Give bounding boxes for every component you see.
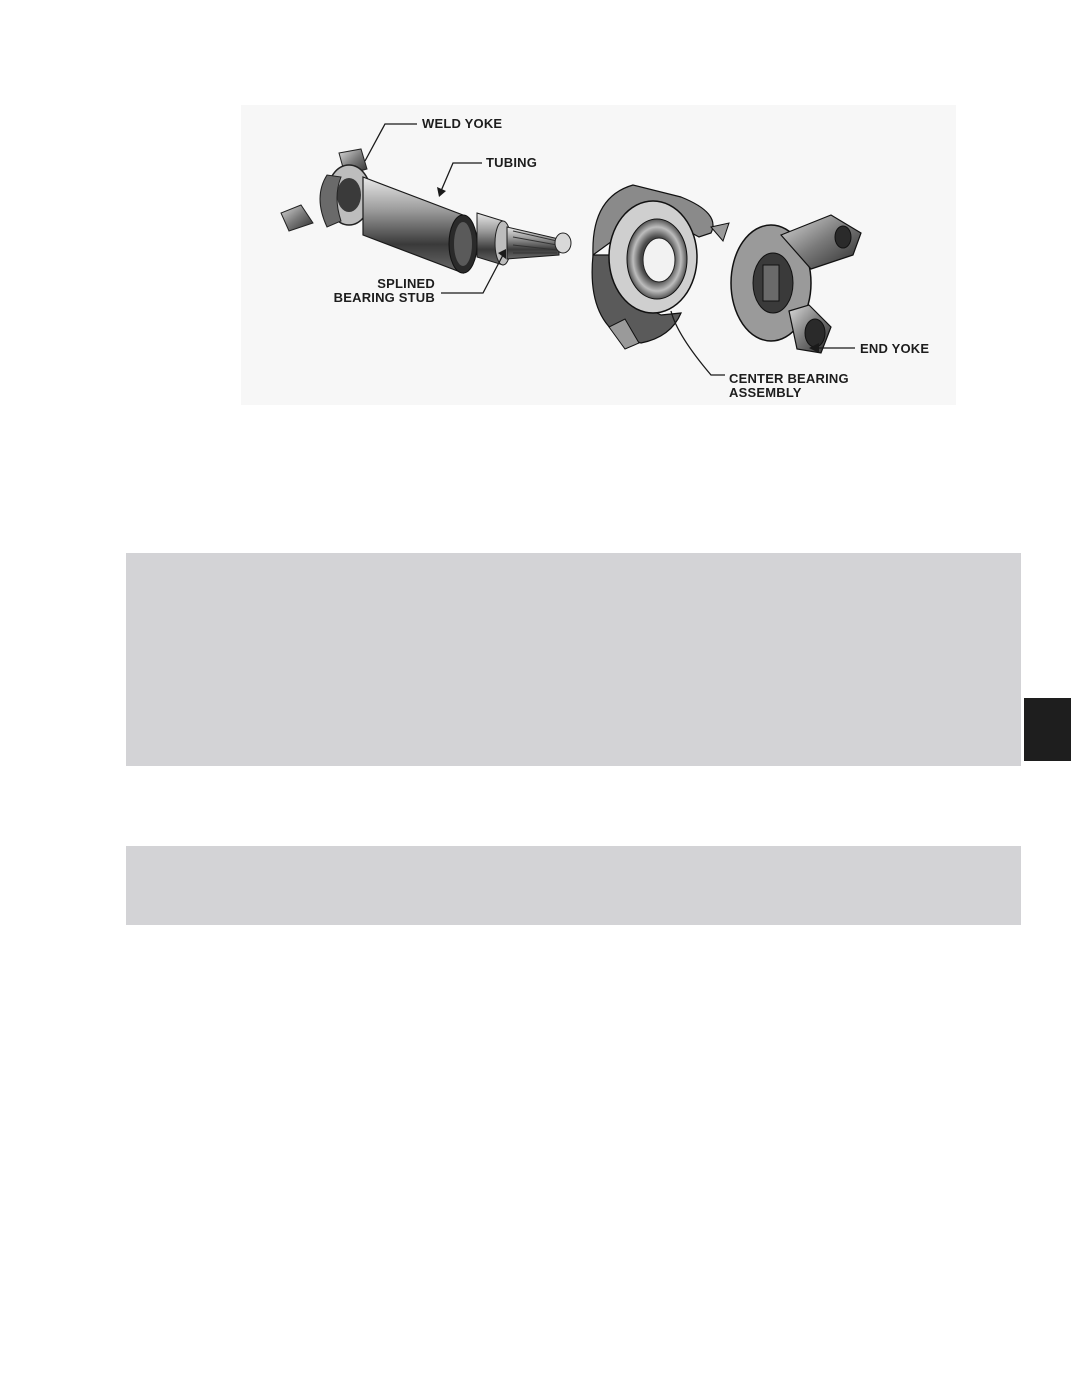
splined-stub-leader (441, 254, 504, 294)
center-bearing-leader (670, 310, 725, 376)
gray-content-panel-small (126, 846, 1021, 925)
tubing-arrowhead (437, 187, 446, 197)
end-yoke-arrowhead (809, 343, 819, 353)
driveshaft-illustration (280, 123, 862, 376)
splined-bearing-stub-part (476, 212, 572, 266)
splined-label-line1: SPLINED (377, 276, 435, 291)
end-yoke-part (730, 214, 862, 354)
callout-leaders (364, 123, 855, 376)
splined-bearing-stub-label: SPLINED BEARING STUB (321, 277, 435, 305)
end-yoke-label: END YOKE (860, 341, 930, 356)
splined-label-line2: BEARING STUB (333, 290, 435, 305)
splined-arrowhead (498, 249, 506, 259)
driveshaft-exploded-figure: WELD YOKE TUBING SPLINED BEARING STUB EN… (241, 105, 956, 405)
section-tab-marker (1024, 698, 1071, 761)
center-label-line2: ASSEMBLY (729, 385, 802, 400)
weld-yoke-leader (364, 123, 417, 162)
center-bearing-part (591, 184, 730, 350)
gray-content-panel-large (126, 553, 1021, 766)
center-bearing-assembly-label: CENTER BEARING ASSEMBLY (729, 372, 849, 400)
weld-yoke-part (280, 148, 372, 232)
tubing-label: TUBING (486, 155, 538, 170)
center-label-line1: CENTER BEARING (729, 371, 849, 386)
weld-yoke-label: WELD YOKE (422, 116, 503, 131)
tubing-part (362, 176, 478, 274)
tubing-leader (440, 162, 482, 192)
